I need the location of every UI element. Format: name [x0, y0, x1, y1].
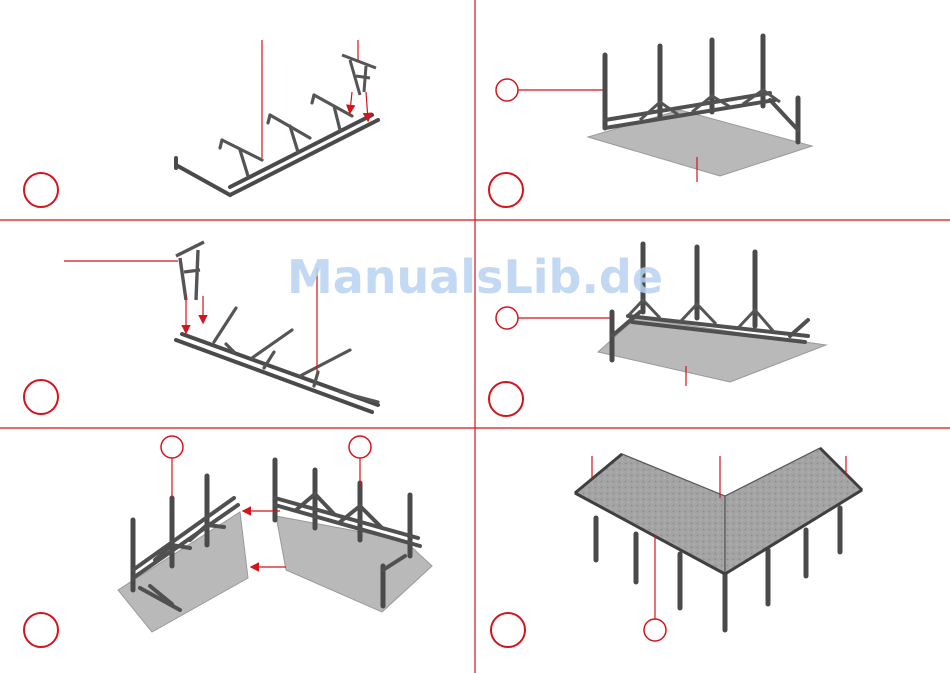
wall-frame-rails	[176, 334, 378, 412]
bracket-part	[342, 55, 376, 95]
callout-circle-left	[161, 436, 183, 458]
step-number-circle	[489, 382, 523, 416]
base-plate	[598, 318, 826, 382]
callout-circle	[644, 619, 666, 641]
base-plate	[588, 110, 812, 176]
wall-frame-rails	[176, 115, 378, 195]
bracket-part	[176, 242, 204, 300]
step-1-panel	[24, 40, 378, 207]
callout-circle-right	[349, 436, 371, 458]
step-2-panel	[489, 36, 812, 207]
step-4-panel	[489, 244, 826, 416]
step-number-circle	[489, 173, 523, 207]
callout-arrows	[186, 296, 203, 332]
callout-circle	[496, 79, 518, 101]
step-6-panel	[491, 448, 862, 647]
step-number-circle	[24, 613, 58, 647]
step-3-panel	[24, 242, 378, 414]
callout-circle	[496, 307, 518, 329]
step-number-circle	[24, 380, 58, 414]
base-plate-left	[118, 512, 248, 632]
step-5-panel	[24, 436, 432, 647]
step-number-circle	[24, 173, 58, 207]
step-number-circle	[491, 613, 525, 647]
